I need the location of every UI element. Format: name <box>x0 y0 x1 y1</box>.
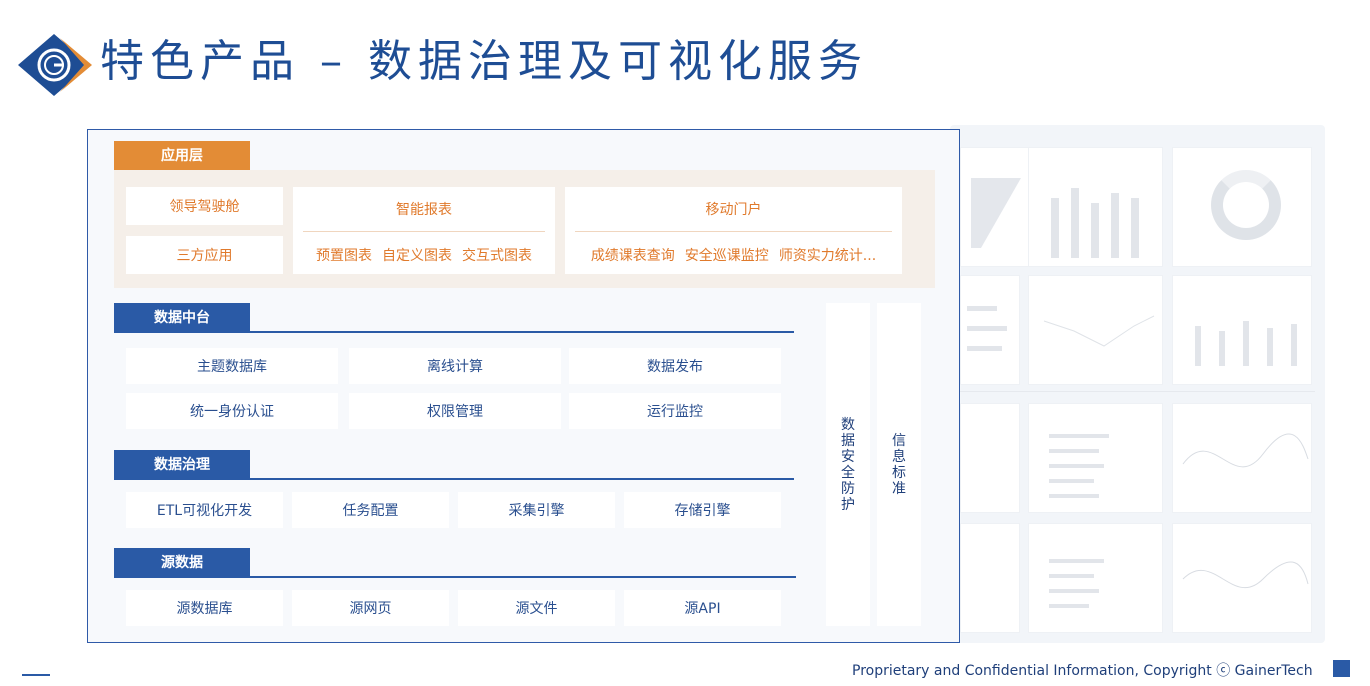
source-data-tag: 源数据 <box>114 548 250 578</box>
data-center-tag: 数据中台 <box>114 303 250 333</box>
footer-copyright: Proprietary and Confidential Information… <box>852 663 1313 679</box>
mobile-portal-group: 移动门户 成绩课表查询安全巡课监控师资实力统计... <box>565 187 902 274</box>
bg-bar-card-2 <box>1172 275 1312 385</box>
data-publish-box: 数据发布 <box>569 348 781 384</box>
permission-mgmt-box: 权限管理 <box>349 393 561 429</box>
page-title: 特色产品 – 数据治理及可视化服务 <box>100 36 868 87</box>
safety-patrol-item: 安全巡课监控 <box>684 248 769 264</box>
bg-line-card <box>1028 275 1163 385</box>
smart-report-group: 智能报表 预置图表自定义图表交互式图表 <box>293 187 555 274</box>
bg-hbar-card-2 <box>1028 403 1163 513</box>
info-standard-label: 信息标准 <box>892 432 906 497</box>
source-file-box: 源文件 <box>458 590 615 626</box>
footer-dash <box>22 674 50 676</box>
data-governance-tag: 数据治理 <box>114 450 250 480</box>
runtime-monitor-box: 运行监控 <box>569 393 781 429</box>
unified-auth-box: 统一身份认证 <box>126 393 338 429</box>
bg-wave-card-2 <box>1172 523 1312 633</box>
funnel-icon <box>971 178 1021 248</box>
schedule-query-item: 成绩课表查询 <box>590 248 675 264</box>
footer-square <box>1333 660 1350 677</box>
application-layer-area: 领导驾驶舱 三方应用 智能报表 预置图表自定义图表交互式图表 移动门户 成绩课表… <box>114 170 935 288</box>
topic-database-box: 主题数据库 <box>126 348 338 384</box>
smart-report-title: 智能报表 <box>396 202 452 218</box>
data-governance-rule <box>114 478 794 480</box>
collect-engine-box: 采集引擎 <box>458 492 615 528</box>
preset-chart-item: 预置图表 <box>316 248 372 264</box>
leader-cockpit-box: 领导驾驶舱 <box>126 187 283 225</box>
mobile-portal-items: 成绩课表查询安全巡课监控师资实力统计... <box>565 245 902 265</box>
smart-report-items: 预置图表自定义图表交互式图表 <box>293 245 555 265</box>
bg-bar-card <box>1028 147 1163 267</box>
application-layer-tag: 应用层 <box>114 141 250 171</box>
bg-small-card-2 <box>960 523 1020 633</box>
etl-dev-box: ETL可视化开发 <box>126 492 283 528</box>
source-api-box: 源API <box>624 590 781 626</box>
bg-wave-card <box>1172 403 1312 513</box>
source-webpage-box: 源网页 <box>292 590 449 626</box>
group-divider <box>303 231 545 232</box>
data-security-label: 数据安全防护 <box>841 416 855 513</box>
third-party-app-box: 三方应用 <box>126 236 283 274</box>
offline-compute-box: 离线计算 <box>349 348 561 384</box>
faculty-stats-item: 师资实力统计... <box>778 248 877 264</box>
storage-engine-box: 存储引擎 <box>624 492 781 528</box>
task-config-box: 任务配置 <box>292 492 449 528</box>
interactive-chart-item: 交互式图表 <box>462 248 532 264</box>
data-center-rule <box>114 331 794 333</box>
bg-small-card <box>960 403 1020 513</box>
custom-chart-item: 自定义图表 <box>382 248 452 264</box>
bg-hbar-card <box>960 275 1020 385</box>
info-standard-column: 信息标准 <box>877 303 921 626</box>
bg-donut-card <box>1172 147 1312 267</box>
architecture-diagram: 应用层 领导驾驶舱 三方应用 智能报表 预置图表自定义图表交互式图表 移动门户 … <box>87 129 960 643</box>
source-database-box: 源数据库 <box>126 590 283 626</box>
group-divider <box>575 231 892 232</box>
gainertech-logo-icon <box>18 34 92 96</box>
mobile-portal-title: 移动门户 <box>705 202 762 218</box>
source-data-rule <box>114 576 796 578</box>
background-dashboard-screenshot <box>950 125 1325 643</box>
bg-hbar-card-3 <box>1028 523 1163 633</box>
data-security-column: 数据安全防护 <box>826 303 870 626</box>
